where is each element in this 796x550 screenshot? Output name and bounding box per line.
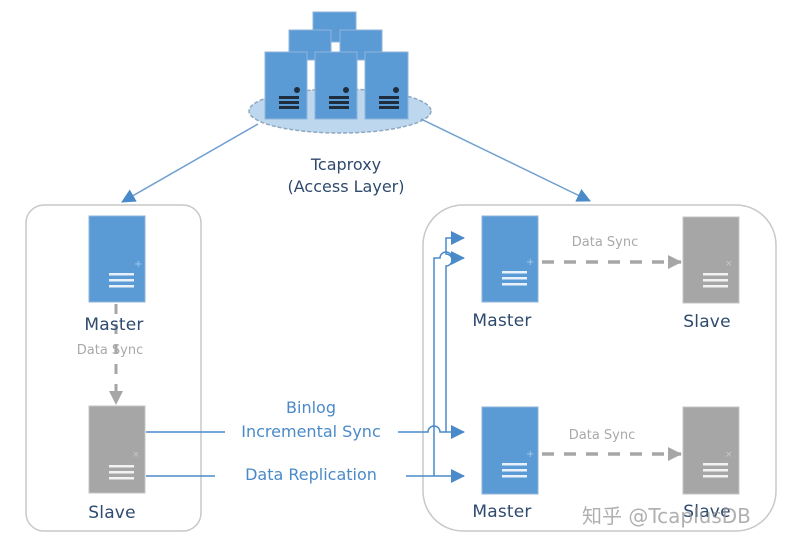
- left-master-label: Master: [84, 315, 144, 335]
- proxy-to-right-arrow: [420, 118, 591, 202]
- right-top-master-server: +: [481, 215, 539, 303]
- right-bottom-slave-label: Slave: [683, 502, 731, 522]
- incremental-sync-label: Incremental Sync: [241, 422, 381, 441]
- proxy-title: Tcaproxy: [310, 155, 382, 174]
- watermark: 知乎 @TcaplusDB: [582, 504, 751, 528]
- right-bottom-master-label: Master: [472, 502, 532, 522]
- proxy-server-2: [314, 51, 358, 120]
- svg-text:×: ×: [132, 450, 140, 460]
- right-bottom-sync-label: Data Sync: [568, 428, 636, 443]
- left-slave-label: Slave: [88, 503, 136, 523]
- left-sync-label: Data Sync: [76, 343, 144, 358]
- proxy-server-1: [264, 51, 308, 120]
- data-replication-connector: [146, 251, 465, 483]
- right-group-container: [422, 204, 777, 532]
- svg-text:+: +: [526, 257, 534, 268]
- proxy-label: Tcaproxy (Access Layer): [288, 154, 405, 198]
- binlog-label: Binlog: [286, 398, 336, 417]
- server-cluster-icon: [248, 11, 432, 134]
- proxy-server-3: [364, 51, 409, 120]
- right-top-slave-label: Slave: [683, 312, 731, 332]
- proxy-to-left-arrow: [121, 123, 259, 203]
- svg-text:×: ×: [725, 259, 733, 269]
- svg-text:+: +: [526, 449, 534, 460]
- left-group-container: [25, 204, 202, 532]
- right-bottom-slave-server: ×: [682, 406, 740, 495]
- left-master-server: +: [88, 215, 146, 303]
- svg-text:+: +: [134, 259, 142, 270]
- proxy-subtitle: (Access Layer): [287, 177, 405, 196]
- right-top-master-label: Master: [472, 311, 532, 331]
- right-top-slave-server: ×: [682, 216, 740, 304]
- data-replication-label: Data Replication: [245, 465, 377, 484]
- right-bottom-master-server: +: [481, 406, 539, 495]
- left-slave-server: ×: [88, 405, 146, 494]
- svg-text:×: ×: [725, 450, 733, 460]
- right-top-sync-label: Data Sync: [571, 235, 639, 250]
